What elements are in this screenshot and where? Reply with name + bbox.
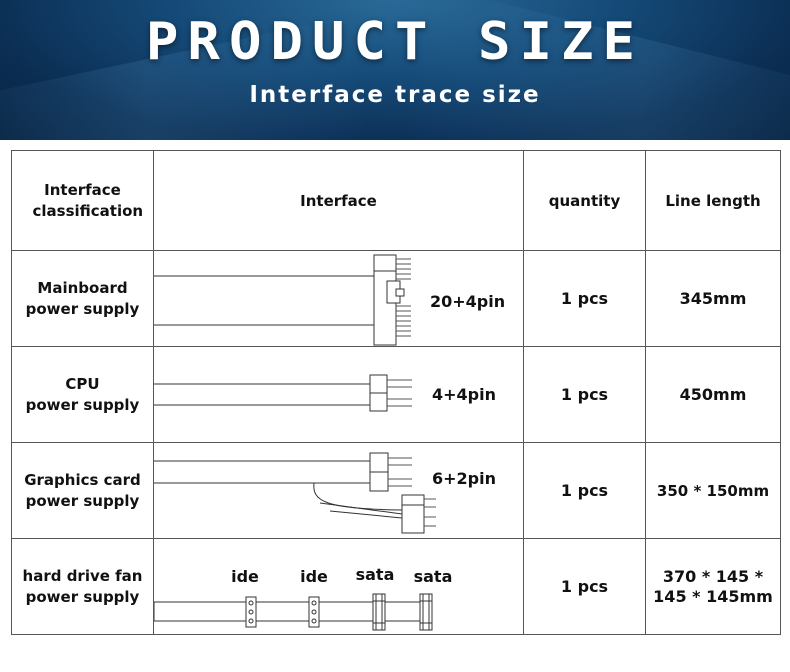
atx-connector-icon: 20+4pin (154, 254, 505, 346)
connector-label: sata (414, 567, 453, 586)
spec-table: Interface classification Interface quant… (11, 150, 781, 635)
table-header-row: Interface classification Interface quant… (11, 150, 781, 251)
row-quantity: 1 pcs (523, 538, 646, 635)
classification-line: Graphics card (24, 470, 141, 489)
row-quantity: 1 pcs (523, 442, 646, 539)
column-header-quantity: quantity (523, 150, 646, 251)
classification-line: power supply (25, 395, 140, 414)
row-length: 370 * 145 * 145 * 145mm (645, 538, 781, 635)
row-length: 450mm (645, 346, 781, 443)
column-header-classification-label: Interface classification (32, 180, 144, 220)
classification-line: power supply (25, 491, 140, 510)
row-interface: 4+4pin (153, 346, 524, 443)
column-header-interface: Interface (153, 150, 524, 251)
connector-label: ide (231, 567, 259, 586)
interface-label: 6+2pin (432, 469, 496, 488)
row-length: 350 * 150mm (645, 442, 781, 539)
column-header-length: Line length (645, 150, 781, 251)
interface-label: 4+4pin (432, 385, 496, 404)
row-classification: CPU power supply (11, 346, 154, 443)
connector-label: ide (300, 567, 328, 586)
row-quantity: 1 pcs (523, 250, 646, 347)
pcie-connector-icon: 6+2pin (154, 452, 496, 534)
row-classification: hard drive fan power supply (11, 538, 154, 635)
length-line: 450mm (679, 384, 747, 404)
length-line: 350 * 150mm (656, 481, 770, 500)
peripheral-connector-icon: ide ide sata sata (154, 565, 453, 631)
cpu-connector-icon: 4+4pin (154, 374, 496, 412)
row-interface: 20+4pin (153, 250, 524, 347)
classification-line: power supply (25, 299, 140, 318)
page-subtitle: Interface trace size (249, 82, 541, 108)
length-line: 370 * 145 * (662, 566, 764, 586)
classification-line: CPU (65, 374, 100, 393)
table-row: Graphics card power supply (11, 442, 781, 539)
row-classification: Mainboard power supply (11, 250, 154, 347)
page-title: PRODUCT SIZE (145, 11, 645, 72)
length-line: 145 * 145mm (653, 586, 773, 606)
length-line: 345mm (679, 288, 747, 308)
row-classification: Graphics card power supply (11, 442, 154, 539)
classification-line: Mainboard (37, 278, 128, 297)
row-length: 345mm (645, 250, 781, 347)
row-interface: ide ide sata sata (153, 538, 524, 635)
column-header-classification: Interface classification (11, 150, 154, 251)
row-quantity: 1 pcs (523, 346, 646, 443)
row-interface: 6+2pin (153, 442, 524, 539)
classification-line: power supply (25, 587, 140, 606)
table-row: hard drive fan power supply ide ide sata… (11, 538, 781, 635)
classification-line: hard drive fan (22, 566, 143, 585)
table-row: Mainboard power supply (11, 250, 781, 347)
table-row: CPU power supply 4+4pin 1 pcs 45 (11, 346, 781, 443)
interface-label: 20+4pin (430, 292, 505, 311)
header-banner: PRODUCT SIZE Interface trace size (0, 0, 790, 140)
connector-label: sata (356, 565, 395, 584)
